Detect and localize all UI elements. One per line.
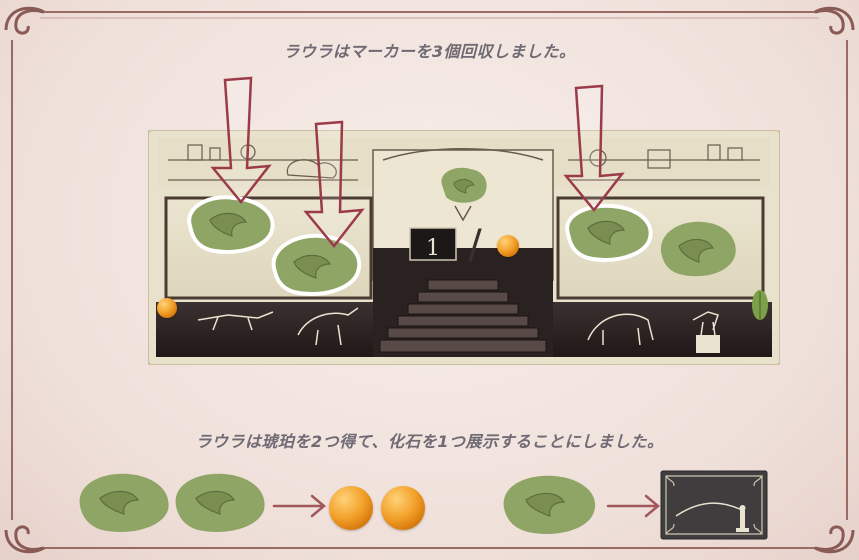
caption-amber-and-display: ラウラは琥珀を2つ得て、化石を1つ展示することにしました。: [195, 432, 664, 451]
dinosaur-skeletons-left: [197, 307, 359, 346]
central-stairs: [379, 279, 547, 353]
fossil-marker-right-outlined[interactable]: [560, 200, 658, 266]
fossil-marker-left-lower[interactable]: [268, 228, 366, 300]
counter-value: 1: [426, 236, 440, 261]
counter-separator: /: [468, 222, 482, 268]
fossil-marker-trade-2: [175, 473, 265, 532]
down-arrow-icon: [454, 205, 472, 222]
amber-token-board-center[interactable]: [497, 235, 519, 257]
counter-box: [409, 227, 457, 261]
fern-icon: [752, 290, 768, 320]
amber-token-gained-1: [329, 486, 373, 530]
shelf-curios-right: [568, 144, 760, 181]
fossil-marker-to-display: [503, 475, 596, 534]
fossil-marker-right-plain[interactable]: [655, 216, 741, 282]
corner-flourish-br: [814, 525, 855, 554]
fossil-marker-center-small[interactable]: [436, 163, 492, 207]
amber-token-board-left[interactable]: [157, 298, 177, 318]
corner-flourish-tl: [4, 6, 45, 35]
amber-token-gained-2: [381, 486, 425, 530]
down-arrow-icon-middle: [303, 120, 365, 249]
display-case-card-icon: [660, 470, 768, 540]
arrow-right-icon-2: [606, 494, 660, 518]
dinosaur-skeletons-right: [587, 311, 720, 353]
fossil-marker-left-upper[interactable]: [182, 190, 280, 258]
arrow-right-icon-1: [272, 494, 326, 518]
down-arrow-icon-left: [210, 76, 272, 205]
down-arrow-icon-right: [563, 84, 625, 213]
fossil-marker-trade-1: [79, 473, 169, 532]
corner-flourish-tr: [814, 6, 855, 35]
corner-flourish-bl: [4, 525, 45, 554]
caption-markers-collected: ラウラはマーカーを3個回収しました。: [283, 42, 576, 61]
